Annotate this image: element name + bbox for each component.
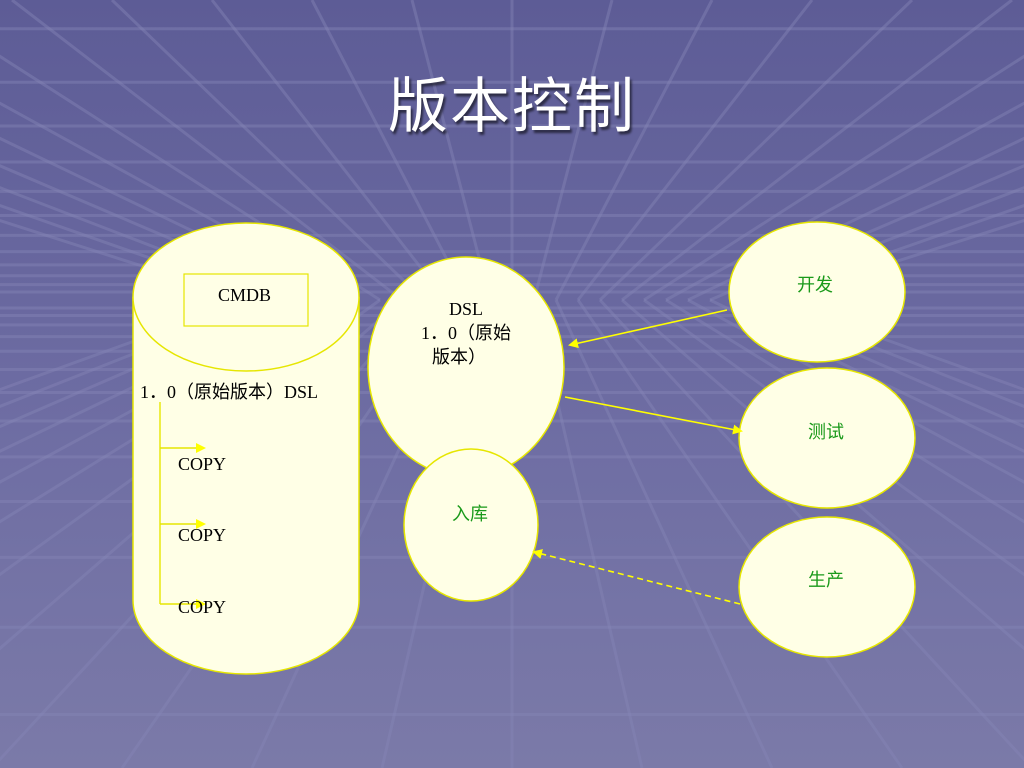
dsl-label: DSL 1．0（原始 版本） <box>396 297 536 369</box>
cmdb-label: CMDB <box>218 285 272 305</box>
storage-label: 入库 <box>452 504 488 524</box>
dsl-label-line3: 版本） <box>432 347 486 367</box>
stage-prod <box>738 516 916 658</box>
arrow-dsl-to-test <box>564 396 743 435</box>
stage-test-label: 测试 <box>808 422 844 442</box>
arrow-dev-to-dsl <box>568 309 728 349</box>
stage-dev-label: 开发 <box>797 275 833 295</box>
storage-node <box>403 448 539 602</box>
stage-prod-label: 生产 <box>808 570 844 590</box>
page-title: 版本控制 <box>388 72 636 142</box>
copy-label-1: COPY <box>178 454 227 474</box>
stage-dev <box>728 221 906 363</box>
copy-label-3: COPY <box>178 597 227 617</box>
original-version-label: 1．0（原始版本）DSL <box>140 382 319 402</box>
dsl-label-line1: DSL <box>448 299 483 319</box>
copy-branch-lines <box>159 402 206 609</box>
cmdb-box <box>183 273 309 327</box>
dsl-label-line2: 1．0（原始 <box>421 323 511 343</box>
copy-label-2: COPY <box>178 525 227 545</box>
stage-test <box>738 367 916 509</box>
arrow-prod-to-storage <box>532 549 741 605</box>
